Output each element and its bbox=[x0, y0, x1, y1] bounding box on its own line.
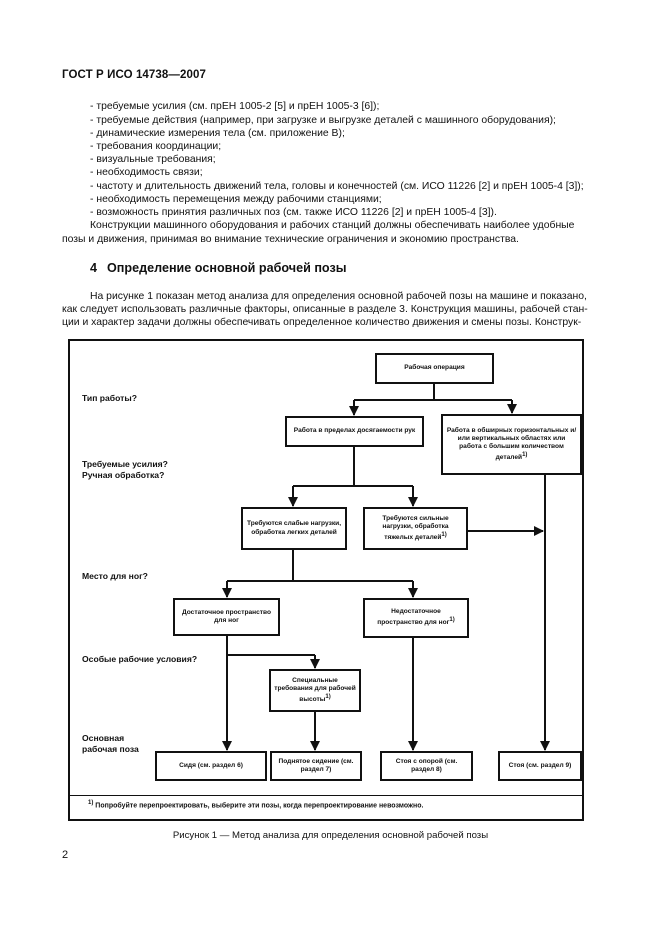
list-item: - требования координации; bbox=[90, 141, 222, 152]
question-force-line: Ручная обработка? bbox=[82, 470, 165, 480]
list-item: - необходимость связи; bbox=[90, 167, 203, 178]
footnote-mark: 1) bbox=[88, 800, 94, 806]
question-posture-line: Основная bbox=[82, 733, 125, 743]
paragraph-line: ции и характер задачи должны обеспечиват… bbox=[62, 317, 582, 328]
document-header: ГОСТ Р ИСО 14738—2007 bbox=[62, 69, 207, 81]
footnote-mark: 1) bbox=[449, 617, 455, 624]
list-item: - требуемые усилия (см. прЕН 1005-2 [5] … bbox=[90, 101, 380, 112]
paragraph-line: Конструкции машинного оборудования и раб… bbox=[90, 220, 575, 231]
box-large-area: Работа в обширных горизонтальных и/или в… bbox=[441, 414, 582, 475]
figure-caption: Рисунок 1 — Метод анализа для определени… bbox=[172, 830, 489, 841]
diagram-footnote: 1) Попробуйте перепроектировать, выберит… bbox=[88, 800, 423, 809]
box-posture-sitting: Сидя (см. раздел 6) bbox=[155, 751, 267, 781]
list-item: - необходимость перемещения между рабочи… bbox=[90, 194, 382, 205]
list-item: - возможность принятия различных поз (см… bbox=[90, 207, 497, 218]
page-number: 2 bbox=[62, 849, 69, 861]
box-label: Поднятое сидение (см. раздел 7) bbox=[278, 757, 354, 773]
question-legroom: Место для ног? bbox=[82, 571, 148, 581]
list-item: - частоту и длительность движений тела, … bbox=[90, 181, 584, 192]
footnote-text: Попробуйте перепроектировать, выберите э… bbox=[95, 802, 424, 810]
box-label: Недостаточное пространство для ног bbox=[377, 608, 450, 627]
box-label: Специальные требования для рабочей высот… bbox=[274, 676, 356, 704]
list-item: - динамические измерения тела (см. прило… bbox=[90, 128, 345, 139]
box-work-operation: Рабочая операция bbox=[375, 353, 494, 384]
flowchart-frame bbox=[68, 339, 584, 821]
box-label: Сидя (см. раздел 6) bbox=[179, 761, 243, 769]
footnote-mark: 1) bbox=[441, 532, 447, 538]
box-light-loads: Требуются слабые нагрузки, обработка лег… bbox=[241, 507, 347, 550]
list-item: - визуальные требования; bbox=[90, 154, 216, 165]
box-label: Стоя с опорой (см. раздел 8) bbox=[395, 757, 458, 773]
box-posture-standing-support: Стоя с опорой (см. раздел 8) bbox=[380, 751, 473, 781]
section-number: 4 bbox=[90, 261, 98, 275]
box-enough-legroom: Достаточное пространство для ног bbox=[173, 598, 280, 636]
question-special-conditions: Особые рабочие условия? bbox=[82, 654, 198, 664]
box-posture-high-seat: Поднятое сидение (см. раздел 7) bbox=[270, 751, 362, 781]
footnote-mark: 1) bbox=[522, 452, 528, 459]
footnote-divider bbox=[68, 795, 584, 796]
box-label: Работа в обширных горизонтальных и/или в… bbox=[446, 426, 577, 462]
box-label: Требуются сильные нагрузки, обработка тя… bbox=[382, 514, 449, 542]
box-posture-standing: Стоя (см. раздел 9) bbox=[498, 751, 582, 781]
box-special-height: Специальные требования для рабочей высот… bbox=[269, 669, 361, 712]
box-label: Рабочая операция bbox=[404, 364, 465, 372]
box-within-reach: Работа в пределах досягаемости рук bbox=[285, 416, 424, 447]
question-posture: Основная рабочая поза bbox=[82, 733, 139, 755]
paragraph-line: как следует использовать различные факто… bbox=[62, 304, 588, 315]
paragraph-line: На рисунке 1 показан метод анализа для о… bbox=[90, 291, 587, 302]
box-label: Стоя (см. раздел 9) bbox=[508, 761, 572, 769]
box-not-enough-legroom: Недостаточное пространство для ног1) bbox=[363, 598, 469, 638]
question-force-line: Требуемые усилия? bbox=[82, 459, 168, 469]
paragraph-line: позы и движения, принимая во внимание те… bbox=[62, 234, 519, 245]
list-item: - требуемые действия (например, при загр… bbox=[90, 115, 556, 126]
box-label: Достаточное пространство для ног bbox=[181, 608, 272, 624]
question-posture-line: рабочая поза bbox=[82, 744, 139, 754]
box-label: Работа в пределах досягаемости рук bbox=[293, 427, 416, 435]
section-heading: 4 Определение основной рабочей позы bbox=[90, 261, 356, 275]
box-label: Требуются слабые нагрузки, обработка лег… bbox=[246, 520, 342, 536]
footnote-mark: 1) bbox=[325, 694, 331, 700]
question-work-type: Тип работы? bbox=[82, 393, 137, 403]
question-force: Требуемые усилия? Ручная обработка? bbox=[82, 459, 168, 481]
box-heavy-loads: Требуются сильные нагрузки, обработка тя… bbox=[363, 507, 468, 550]
section-title: Определение основной рабочей позы bbox=[107, 261, 347, 275]
